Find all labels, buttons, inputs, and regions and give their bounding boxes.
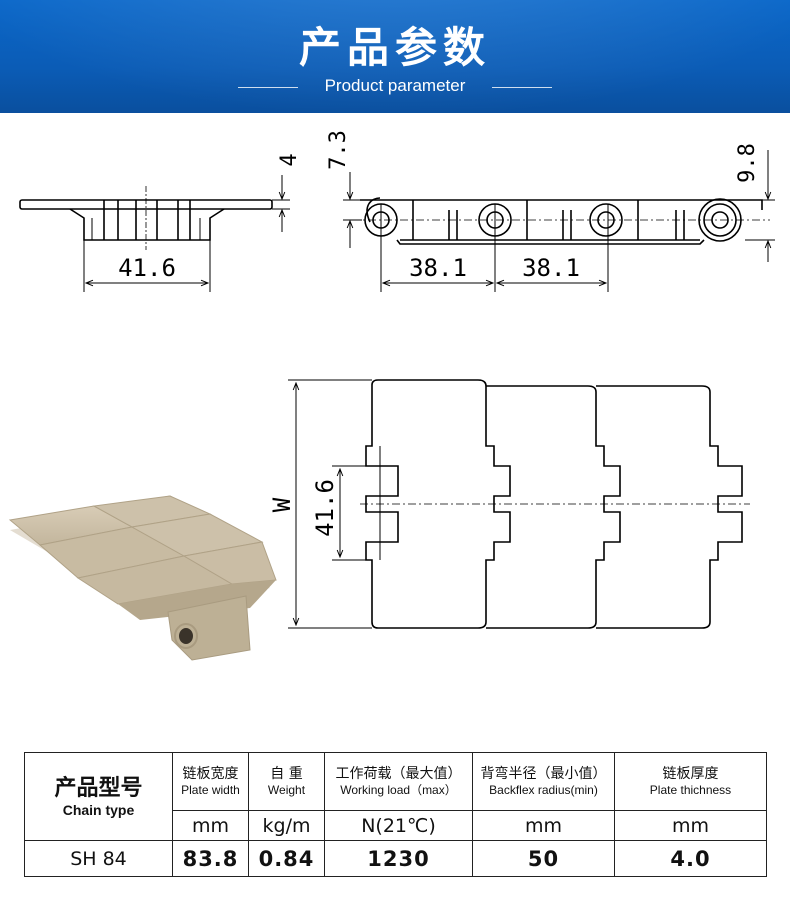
unit-text: mm xyxy=(191,814,230,837)
unit-text: mm xyxy=(524,814,563,837)
value-cell: 50 xyxy=(472,840,615,877)
dim-side-width: 41.6 xyxy=(118,254,176,282)
header-en: Weight xyxy=(267,782,306,797)
page-subtitle: Product parameter xyxy=(324,76,466,95)
product-photo xyxy=(8,495,277,661)
header-zh: 工作荷载（最大值） xyxy=(335,765,462,782)
header-en: Working load（max） xyxy=(340,782,457,797)
model-header-cell: 产品型号 Chain type xyxy=(24,752,173,841)
header-en: Backflex radius(min) xyxy=(489,782,598,797)
unit-cell: mm xyxy=(472,810,615,841)
header-working-load: 工作荷载（最大值）Working load（max） xyxy=(324,752,473,811)
value-cell: 83.8 xyxy=(172,840,249,877)
header-en: Plate thichness xyxy=(649,782,732,797)
unit-cell: kg/m xyxy=(248,810,325,841)
spec-value-row: SH 84 83.8 0.84 1230 50 4.0 xyxy=(24,840,767,877)
unit-text: N(21℃) xyxy=(361,814,436,837)
value-cell: 1230 xyxy=(324,840,473,877)
header-zh: 背弯半径（最小值） xyxy=(480,765,607,782)
model-value-cell: SH 84 xyxy=(24,840,173,877)
value-text: 83.8 xyxy=(182,846,239,871)
value-text: 4.0 xyxy=(670,846,711,871)
header-banner: 产品参数 Product parameter xyxy=(0,0,790,113)
value-text: 0.84 xyxy=(258,846,315,871)
header-zh: 链板厚度 xyxy=(662,765,719,782)
dim-plan-tab-width: 41.6 xyxy=(311,479,339,537)
model-header-en: Chain type xyxy=(62,801,135,818)
chain-elevation xyxy=(343,150,775,292)
unit-cell: N(21℃) xyxy=(324,810,473,841)
value-cell: 0.84 xyxy=(248,840,325,877)
unit-cell: mm xyxy=(614,810,767,841)
header-en: Plate width xyxy=(181,782,240,797)
divider-left xyxy=(238,87,298,88)
unit-text: kg/m xyxy=(262,814,311,837)
model-header-zh: 产品型号 xyxy=(54,775,143,801)
header-zh: 链板宽度 xyxy=(182,765,239,782)
header-backflex-radius: 背弯半径（最小值）Backflex radius(min) xyxy=(472,752,615,811)
plan-view xyxy=(288,379,750,629)
value-text: 50 xyxy=(527,846,560,871)
value-cell: 4.0 xyxy=(614,840,767,877)
header-zh: 自 重 xyxy=(270,765,303,782)
page-title: 产品参数 xyxy=(298,23,491,72)
dim-top-height: 7.3 xyxy=(326,130,351,170)
dim-pitch-1: 38.1 xyxy=(409,254,467,282)
dim-thickness: 4 xyxy=(277,153,302,166)
technical-drawing: 41.6 4 38.1 38.1 7.3 9.8 xyxy=(8,130,775,661)
model-value: SH 84 xyxy=(70,847,127,870)
dim-total-height: 9.8 xyxy=(735,143,760,183)
side-view xyxy=(19,175,290,292)
unit-text: mm xyxy=(671,814,710,837)
dim-pitch-2: 38.1 xyxy=(522,254,580,282)
value-text: 1230 xyxy=(367,846,430,871)
dim-plate-width: W xyxy=(268,497,296,512)
unit-cell: mm xyxy=(172,810,249,841)
divider-right xyxy=(492,87,552,88)
